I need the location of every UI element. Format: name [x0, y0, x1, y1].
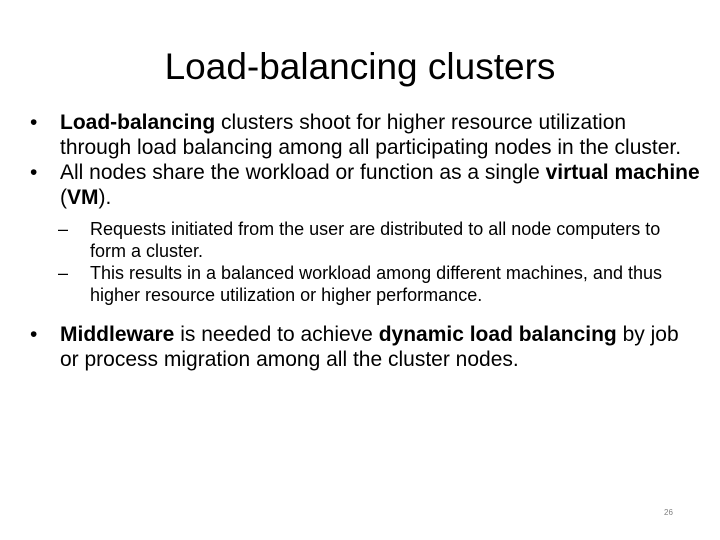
sub-bullet-text: This results in a balanced workload amon… [90, 263, 662, 305]
bullet-icon: • [30, 323, 38, 346]
page-number: 26 [664, 508, 673, 517]
bullet-bold-text: Load-balancing [60, 111, 216, 134]
bullet-text: ). [98, 186, 112, 209]
bullet-item: • Middleware is needed to achieve dynami… [30, 322, 700, 372]
bullet-text: by job or process migration among all th… [60, 323, 679, 371]
slide-title: Load-balancing clusters [164, 46, 556, 87]
bullet-text: clusters shoot for higher resource utili… [60, 111, 682, 159]
dash-icon: – [58, 263, 69, 283]
bullet-bold-text: VM [67, 186, 99, 209]
bullet-item: • All nodes share the workload or functi… [30, 160, 700, 210]
bullet-bold-text: Middleware [60, 323, 175, 346]
bullet-icon: • [30, 161, 38, 184]
sub-bullet-text: Requests initiated from the user are dis… [90, 219, 661, 261]
bullet-text: All nodes share the workload or function… [60, 161, 546, 184]
bullet-item: • Load-balancing clusters shoot for high… [30, 110, 700, 160]
bullet-icon: • [30, 111, 38, 134]
dash-icon: – [58, 219, 69, 239]
bullet-text: is needed to achieve [174, 323, 379, 346]
bullet-text: ( [60, 186, 67, 209]
sub-bullet-item: – Requests initiated from the user are d… [30, 218, 700, 262]
slide-body: • Load-balancing clusters shoot for high… [30, 110, 700, 372]
bullet-bold-text: dynamic load balancing [378, 323, 617, 346]
bullet-bold-text: virtual machine [545, 161, 700, 184]
sub-bullet-item: – This results in a balanced workload am… [30, 262, 700, 306]
